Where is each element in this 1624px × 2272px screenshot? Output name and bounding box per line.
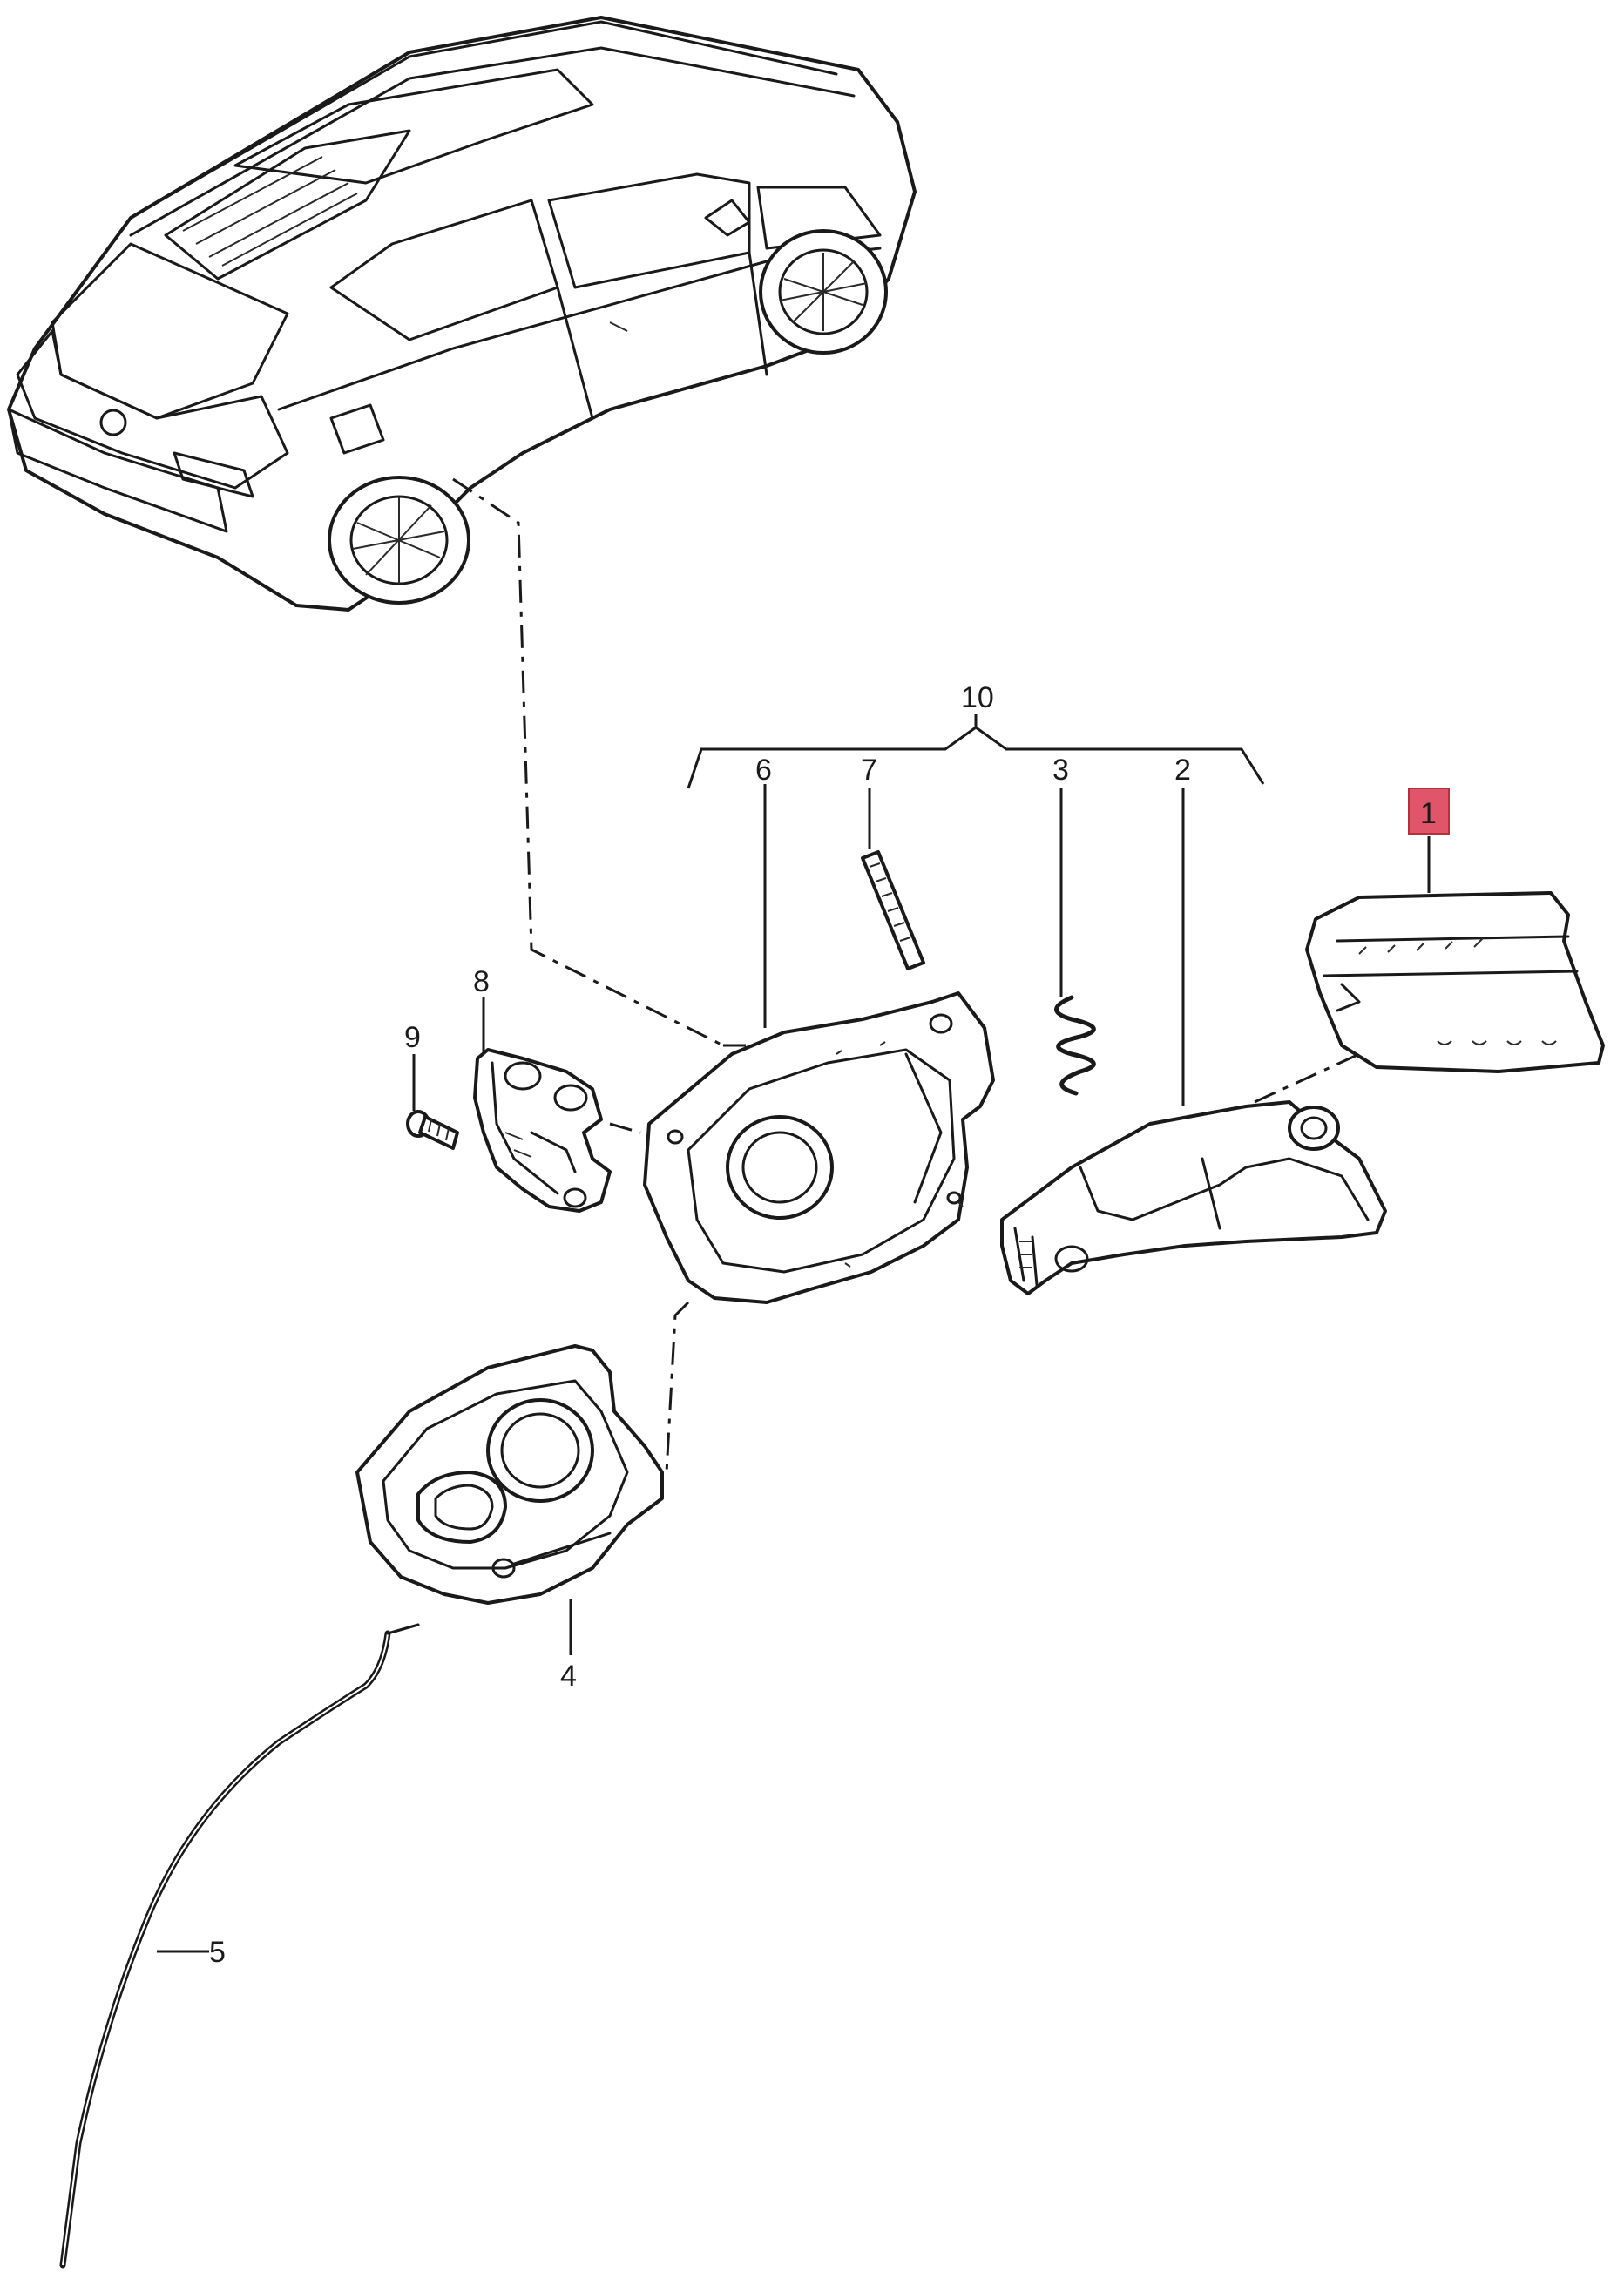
label-2[interactable]: 2 (1174, 754, 1191, 787)
label-9[interactable]: 9 (404, 1021, 421, 1054)
label-3[interactable]: 3 (1052, 754, 1069, 787)
part-6-flap-housing[interactable] (643, 991, 995, 1304)
part-3-spring[interactable] (1054, 995, 1096, 1096)
vehicle-illustration (7, 16, 917, 612)
label-5[interactable]: 5 (209, 1936, 226, 1969)
label-1[interactable]: 1 (1420, 797, 1437, 830)
label-8[interactable]: 8 (473, 965, 490, 998)
leader-lines (157, 714, 1431, 1953)
highlight-box-part-1 (1408, 788, 1450, 835)
part-2-filler-housing[interactable] (1000, 1100, 1387, 1295)
label-7[interactable]: 7 (861, 754, 877, 787)
part-1-cover-panel[interactable] (1305, 891, 1605, 1073)
label-6[interactable]: 6 (755, 754, 772, 787)
label-4[interactable]: 4 (560, 1660, 577, 1693)
part-8-actuator[interactable] (473, 1048, 612, 1213)
part-7-pin[interactable] (861, 850, 925, 970)
part-9-screw[interactable] (406, 1110, 459, 1150)
part-labels: 10 6 7 3 2 1 8 9 4 5 (209, 681, 1450, 1969)
part-4-filler-door[interactable] (355, 1344, 664, 1605)
part-5-cable[interactable] (59, 1623, 420, 2269)
assembly-routing-lines (452, 477, 1360, 1473)
label-10[interactable]: 10 (961, 681, 994, 714)
